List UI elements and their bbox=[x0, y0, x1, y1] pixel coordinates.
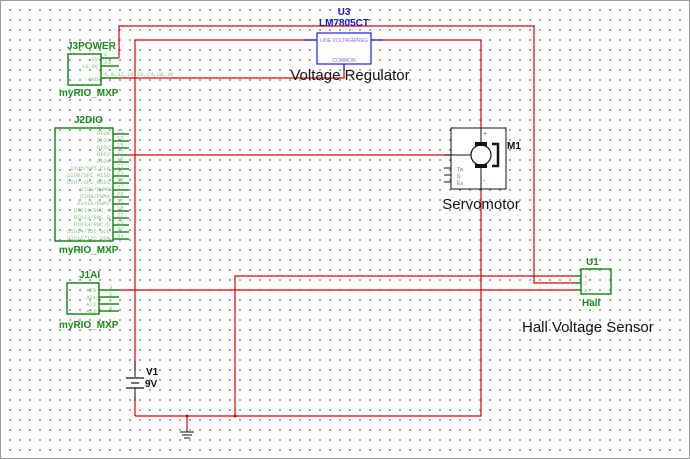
pin-number: 31 bbox=[117, 198, 124, 205]
j3power-connector[interactable]: J3POWER +5V +3.3V GND 1 33 4,8,12,16,20,… bbox=[59, 41, 173, 99]
pin-label: 2 bbox=[584, 280, 587, 287]
pin-number: 21 bbox=[117, 163, 124, 170]
pin-label: DIO7/SPI_MOSI bbox=[67, 179, 110, 186]
pin-number: 4,8,12,16,20,24,28,30 bbox=[104, 71, 173, 78]
u1-label: Hall Voltage Sensor bbox=[522, 319, 654, 336]
v1-ref: V1 bbox=[146, 367, 159, 378]
j1ai-model: myRIO_MXP bbox=[59, 320, 119, 331]
pin-label: DIO14/I2C_SCL bbox=[67, 228, 110, 235]
wire-vreg[interactable] bbox=[135, 39, 482, 417]
servomotor[interactable]: + - Tw S Ea M1 Servomotor bbox=[442, 127, 521, 213]
pin-label: 1 bbox=[584, 273, 588, 280]
pin-number: 25 bbox=[117, 177, 124, 184]
u1-model: Hall bbox=[582, 298, 601, 309]
v1-value: 9V bbox=[145, 379, 158, 390]
pin-label: DIO5/SPI_CLK bbox=[70, 165, 110, 172]
pin-label: DIO10/PWM2 bbox=[77, 200, 110, 207]
pin-label: DIO1 bbox=[97, 137, 111, 144]
m1-label: Servomotor bbox=[442, 196, 520, 213]
pin-number: 33 bbox=[104, 59, 111, 66]
pin-number: 11 bbox=[117, 128, 124, 135]
battery-v1[interactable]: V1 9V bbox=[125, 361, 159, 401]
pin-label: COMMON bbox=[332, 58, 356, 64]
pin-label: 3 bbox=[584, 287, 587, 294]
pin-label: DIO12/ENC_B bbox=[74, 214, 111, 221]
pin-number: 18 bbox=[117, 205, 124, 212]
pin-number: 27 bbox=[117, 184, 124, 191]
pin-label: DIO2 bbox=[97, 144, 110, 151]
pin-label: DIO11/ENC_A bbox=[74, 207, 111, 214]
pin-number: 26 bbox=[117, 219, 124, 226]
u3-model: LM7805CT bbox=[319, 18, 369, 29]
wire-5v[interactable] bbox=[118, 25, 574, 284]
u1-ref: U1 bbox=[586, 257, 599, 268]
pin-number: 23 bbox=[117, 170, 124, 177]
pin-number: 34 bbox=[117, 233, 124, 240]
pin-number: 5 bbox=[109, 291, 112, 298]
pin-label: S bbox=[457, 174, 461, 180]
pin-label: VREG bbox=[354, 38, 368, 44]
wires bbox=[118, 25, 574, 426]
pin-label: LINE VOLTAGE bbox=[320, 38, 356, 44]
ground-icon bbox=[180, 426, 194, 439]
pin-number: 3 bbox=[109, 284, 112, 291]
pin-number: 7 bbox=[109, 298, 112, 305]
pin-number: 13 bbox=[117, 135, 124, 142]
u3-ref: U3 bbox=[338, 7, 351, 18]
j2dio-ref: J2DIO bbox=[74, 115, 103, 126]
pin-label: DIO0 bbox=[97, 130, 110, 137]
pin-label: +3.3V bbox=[81, 63, 98, 70]
pin-label: DIO4 bbox=[97, 158, 111, 165]
pin-label: DIO8/PWM0 bbox=[80, 186, 110, 193]
pin-label: Tw bbox=[457, 167, 464, 173]
pin-number: 15 bbox=[117, 142, 124, 149]
u3-label: Voltage Regulator bbox=[290, 67, 409, 84]
j3power-model: myRIO_MXP bbox=[59, 88, 119, 99]
m1-ref: M1 bbox=[507, 141, 521, 152]
pin-number: 29 bbox=[117, 191, 124, 198]
junctions bbox=[185, 414, 237, 418]
pin-label: AI2 bbox=[86, 301, 96, 308]
pin-label: DIO3 bbox=[97, 151, 110, 158]
pin-label: Ea bbox=[457, 181, 463, 187]
pin-number: 22 bbox=[117, 212, 124, 219]
pin-label: AI3 bbox=[86, 308, 96, 315]
pin-label: DIO9/PWM1 bbox=[80, 193, 110, 200]
pin-number: 19 bbox=[117, 156, 124, 163]
voltage-regulator[interactable]: U3 LM7805CT LINE VOLTAGE VREG COMMON Vol… bbox=[290, 7, 409, 84]
pin-number: 17 bbox=[117, 149, 124, 156]
pin-label: +5V bbox=[88, 56, 99, 63]
pin-label: AI0 bbox=[86, 287, 96, 294]
pin-number: 9 bbox=[109, 305, 112, 312]
pin-label: DIO6/SPI_MISO bbox=[67, 172, 111, 179]
pin-number: 32 bbox=[117, 226, 124, 233]
wire-hall-1[interactable] bbox=[234, 275, 574, 416]
j3power-ref: J3POWER bbox=[67, 41, 117, 52]
pin-label: + bbox=[483, 131, 487, 138]
pin-label: DIO15/I2C_SDA bbox=[67, 235, 111, 242]
wire-9v-line[interactable] bbox=[134, 39, 316, 416]
hall-sensor[interactable]: U1 1 2 3 Hall Hall Voltage Sensor bbox=[522, 257, 654, 336]
j2dio-model: myRIO_MXP bbox=[59, 245, 119, 256]
pin-label: DIO13/ENC_S bbox=[74, 221, 111, 228]
j1ai-ref: J1AI bbox=[79, 270, 100, 281]
pin-label: - bbox=[483, 178, 486, 185]
pin-label: GND bbox=[88, 76, 99, 83]
pin-label: AI1 bbox=[86, 294, 97, 301]
pin-number: 1 bbox=[104, 51, 108, 58]
